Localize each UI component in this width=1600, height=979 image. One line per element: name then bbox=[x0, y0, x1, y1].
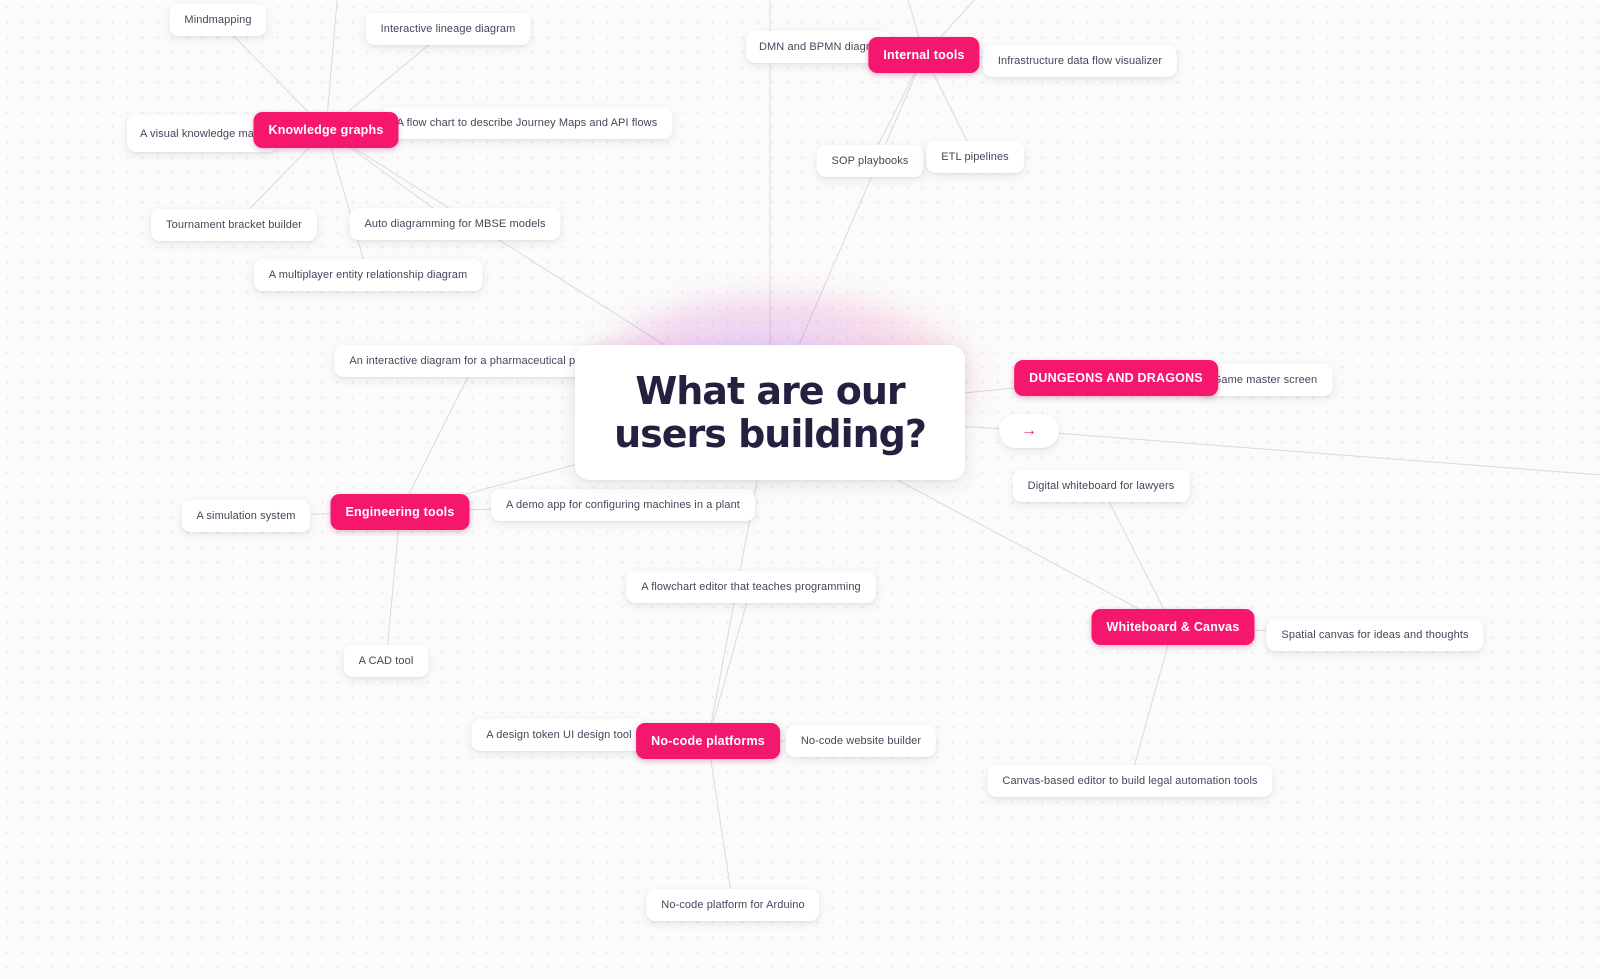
leaf-node[interactable]: Digital whiteboard for lawyers bbox=[1012, 470, 1190, 502]
leaf-node[interactable]: A flow chart to describe Journey Maps an… bbox=[381, 107, 673, 139]
leaf-node[interactable]: Mindmapping bbox=[169, 4, 267, 36]
category-node-internal-tools[interactable]: Internal tools bbox=[868, 37, 980, 73]
leaf-node[interactable]: Tournament bracket builder bbox=[151, 209, 317, 241]
leaf-node[interactable]: ETL pipelines bbox=[926, 141, 1024, 173]
leaf-node[interactable]: A CAD tool bbox=[343, 645, 429, 677]
leaf-node[interactable]: Game master screen bbox=[1197, 364, 1333, 396]
category-node-no-code-platforms[interactable]: No-code platforms bbox=[636, 723, 780, 759]
leaf-node[interactable]: A flowchart editor that teaches programm… bbox=[626, 571, 876, 603]
leaf-node[interactable]: Infrastructure data flow visualizer bbox=[982, 45, 1178, 77]
leaf-node[interactable]: A multiplayer entity relationship diagra… bbox=[253, 259, 483, 291]
leaf-node[interactable]: A simulation system bbox=[181, 500, 311, 532]
category-node-dungeons-and-dragons[interactable]: DUNGEONS AND DRAGONS bbox=[1014, 360, 1218, 396]
leaf-node[interactable]: Canvas-based editor to build legal autom… bbox=[987, 765, 1273, 797]
edge-line bbox=[1129, 626, 1174, 782]
topic-title-line1: What are our bbox=[635, 368, 905, 413]
edge-line bbox=[325, 129, 369, 276]
leaf-node[interactable]: No-code website builder bbox=[785, 725, 937, 757]
edge-line bbox=[707, 740, 734, 906]
edge-line bbox=[707, 586, 752, 742]
leaf-node[interactable]: No-code platform for Arduino bbox=[646, 889, 820, 921]
edge-line bbox=[399, 360, 477, 513]
leaf-node[interactable]: Spatial canvas for ideas and thoughts bbox=[1266, 619, 1484, 651]
edge-line bbox=[385, 511, 401, 662]
leaf-node[interactable]: A design token UI design tool bbox=[471, 719, 647, 751]
leaf-node[interactable]: SOP playbooks bbox=[816, 145, 924, 177]
arrow-node[interactable]: → bbox=[999, 414, 1059, 448]
category-node-engineering-tools[interactable]: Engineering tools bbox=[330, 494, 470, 530]
category-node-knowledge-graphs[interactable]: Knowledge graphs bbox=[253, 112, 399, 148]
leaf-node[interactable]: A demo app for configuring machines in a… bbox=[491, 489, 755, 521]
center-topic-card[interactable]: What are our users building? bbox=[575, 345, 965, 480]
topic-title-line2: users building? bbox=[614, 411, 927, 456]
leaf-node[interactable]: Interactive lineage diagram bbox=[365, 13, 531, 45]
category-node-whiteboard-canvas[interactable]: Whiteboard & Canvas bbox=[1091, 609, 1255, 645]
edge-line bbox=[325, 0, 338, 131]
arrow-right-icon: → bbox=[1021, 422, 1037, 439]
edge-line bbox=[1100, 485, 1174, 628]
leaf-node[interactable]: Auto diagramming for MBSE models bbox=[349, 208, 561, 240]
